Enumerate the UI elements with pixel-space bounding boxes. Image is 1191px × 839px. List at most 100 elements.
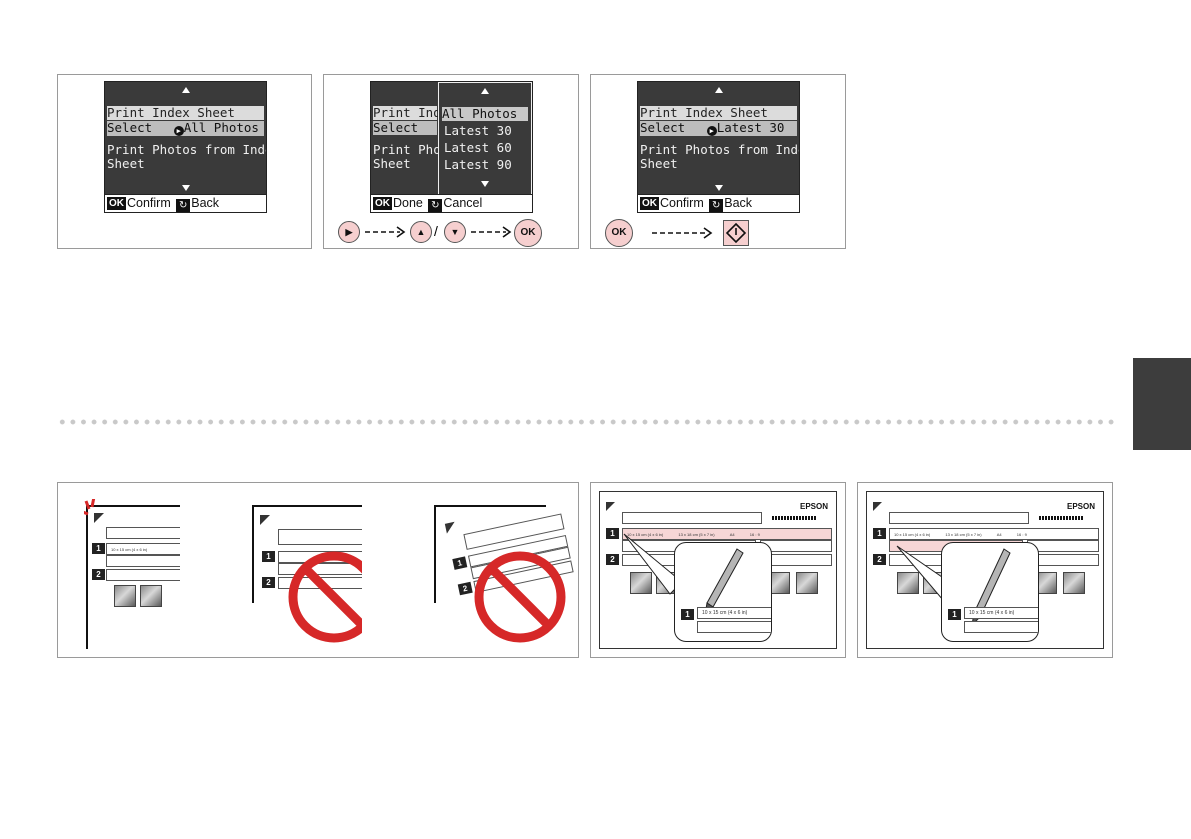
down-button[interactable]: ▼ [444,221,466,243]
ok-key-icon: OK [373,197,392,210]
row-number-1: 1 [606,528,619,539]
barcode [772,516,816,520]
row-number-1: 1 [92,543,105,554]
select-label: Select [640,120,686,135]
right-arrow-icon: ▶ [706,126,717,136]
sheet-header-strip [278,529,362,545]
start-button[interactable] [723,220,749,246]
row-number-1: 1 [452,556,468,570]
row-number-1: 1 [262,551,275,562]
scroll-down-icon [181,185,190,191]
row-number-2: 2 [606,554,619,565]
epson-logo: EPSON [1066,502,1095,511]
up-button[interactable]: ▲ [410,221,432,243]
sheet-triangle-mark [873,502,882,511]
dropdown-option-3[interactable]: Latest 60 [444,140,512,155]
thumbnail-photo [140,585,162,607]
dropdown-down-icon [481,181,489,187]
callout-type-strip [697,621,771,633]
menu-select-row[interactable]: Select ▶All Photos [107,121,264,136]
menu-item-print-photo: Print Photo [373,142,456,157]
back-key-icon: ↻ [709,199,724,212]
thumbnail-photo [114,585,136,607]
thumbnail-photo [1063,572,1085,594]
layout-strip [106,569,180,581]
dropdown-up-icon [481,88,489,94]
sheet-triangle-mark [260,515,270,525]
dropdown-option-2[interactable]: Latest 30 [444,123,512,138]
menu-item-print-photos-line1[interactable]: Print Photos from Index [107,142,267,157]
dotted-separator [57,418,1117,426]
alignment-flash-icon [84,499,96,516]
dropdown-option-4[interactable]: Latest 90 [444,157,512,172]
start-diamond-icon [725,222,747,244]
menu-item-print-index-sheet[interactable]: Print Index Sheet [107,106,264,120]
lcd-screen-3: Print Index Sheet Select ▶Latest 30 Prin… [637,81,800,213]
size-option-a[interactable]: 10 x 15 cm (4 x 6 in) [627,532,664,537]
size-option-d[interactable]: 16 : 9 [749,532,760,537]
sheet-marking-panel-b: EPSON 1 10 x 15 cm (4 x 6 in) 13 x 18 cm… [857,482,1113,658]
or-slash: / [434,223,438,239]
ok-key-icon: OK [640,197,659,210]
ok-button[interactable]: OK [605,219,633,247]
prohibited-icon [474,551,566,643]
prohibited-icon [288,551,362,643]
sheet-header-strip [622,512,762,524]
size-option-c[interactable]: A4 [996,532,1002,537]
right-button[interactable]: ▶ [338,221,360,243]
magnified-callout: 1 10 x 15 cm (4 x 6 in) [674,542,772,642]
sheet-wrong-placement-offset: 1 2 [250,503,362,653]
select-value: All Photos [183,120,259,135]
ok-button[interactable]: OK [514,219,542,247]
menu-item-print-photos-line2: Sheet [107,156,145,171]
menu-item-print-photos-line2: Sheet [640,156,678,171]
sheet-triangle-mark [94,513,104,523]
dashed-arrow-icon [652,227,713,239]
menu-item-print-index: Print Index [373,105,456,120]
sheet-header-strip [889,512,1029,524]
range-dropdown[interactable]: All Photos Latest 30 Latest 60 Latest 90 [438,82,532,196]
size-option-c[interactable]: A4 [729,532,735,537]
size-option-b[interactable]: 13 x 18 cm (5 x 7 in) [945,532,982,537]
menu-item-print-index-sheet[interactable]: Print Index Sheet [640,106,797,120]
epson-logo: EPSON [799,502,828,511]
select-label: Select [107,120,153,135]
confirm-label: Confirm [660,196,704,210]
sheet-triangle-mark [444,521,457,534]
callout-size-strip: 10 x 15 cm (4 x 6 in) [697,607,771,619]
back-key-icon: ↻ [176,199,191,212]
sheet-placement-panel: 1 10 x 15 cm (4 x 6 in) 2 1 2 1 2 [57,482,579,658]
back-label: Back [724,196,753,210]
sheet-header-strip [106,527,180,539]
back-key-icon: ↻ [428,199,443,212]
ok-key-icon: OK [107,197,126,210]
menu-select-row[interactable]: Select ▶Latest 30 [640,121,797,136]
callout-size-strip: 10 x 15 cm (4 x 6 in) [964,607,1038,619]
back-label: Back [191,196,220,210]
dropdown-option-1[interactable]: All Photos [442,107,528,121]
row-number-2: 2 [262,577,275,588]
step-panel-3: Print Index Sheet Select ▶Latest 30 Prin… [590,74,846,249]
row-number-1: 1 [873,528,886,539]
lcd-screen-1: Print Index Sheet Select ▶All Photos Pri… [104,81,267,213]
size-option-b[interactable]: 13 x 18 cm (5 x 7 in) [678,532,715,537]
paper-size-strip: 10 x 15 cm (4 x 6 in) [106,543,180,555]
magnified-callout: 1 10 x 15 cm (4 x 6 in) [941,542,1039,642]
confirm-label: Confirm [127,196,171,210]
row-number-2: 2 [92,569,105,580]
menu-item-print-photos-line1[interactable]: Print Photos from Index [640,142,800,157]
size-option-d[interactable]: 16 : 9 [1016,532,1027,537]
barcode [1039,516,1083,520]
menu-item-sheet: Sheet [373,156,411,171]
cancel-label: Cancel [443,196,483,210]
callout-row-number: 1 [681,609,694,620]
callout-type-strip [964,621,1038,633]
size-option-a[interactable]: 10 x 15 cm (4 x 6 in) [894,532,931,537]
select-value: Latest 30 [716,120,785,135]
paper-size-strip: 10 x 15 cm (4 x 6 in) 13 x 18 cm (5 x 7 … [889,528,1099,540]
callout-row-number: 1 [948,609,961,620]
index-sheet: EPSON 1 10 x 15 cm (4 x 6 in) 13 x 18 cm… [866,491,1104,649]
menu-select-row: Select [373,121,437,135]
